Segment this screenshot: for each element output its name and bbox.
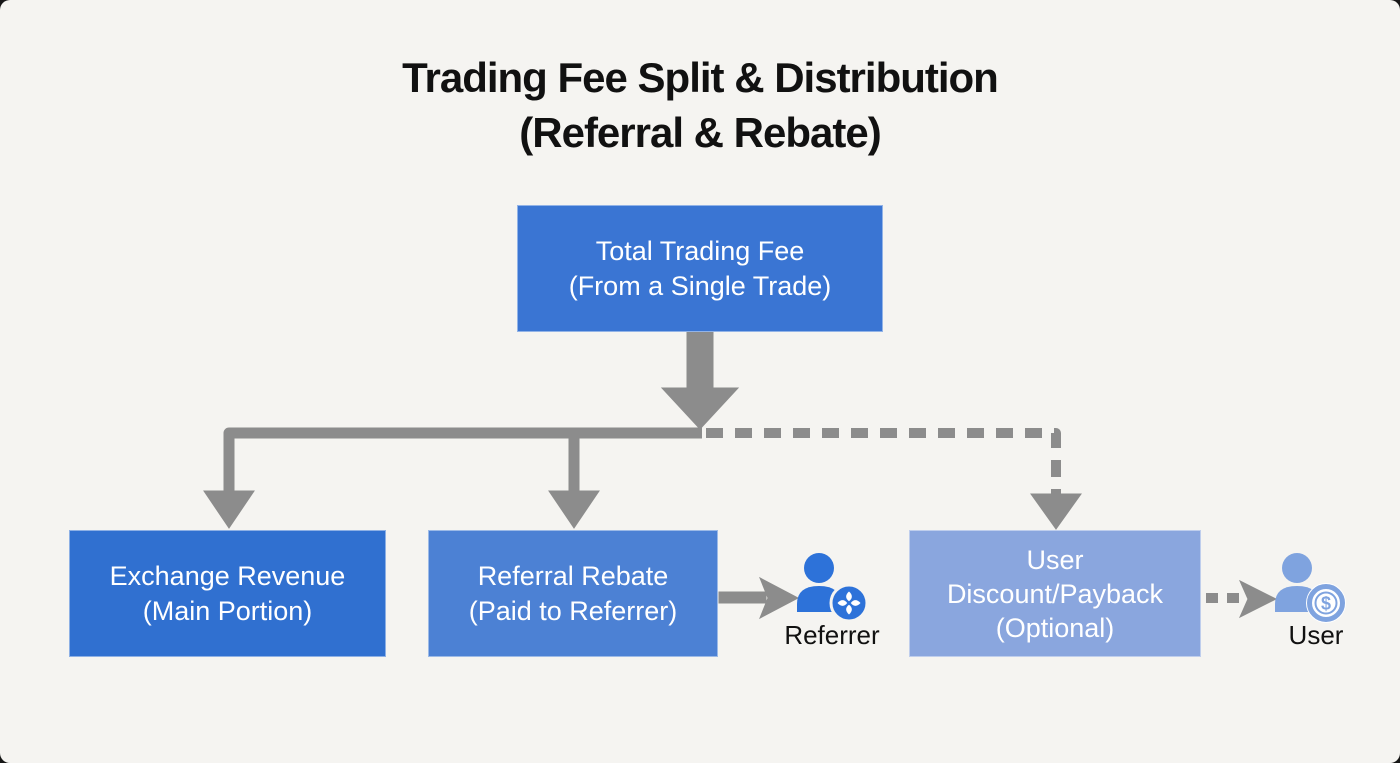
referrer-label: Referrer [784, 620, 880, 650]
node-total-line1: Total Trading Fee [595, 235, 805, 266]
person-dollar-coin-icon: $ [1275, 553, 1346, 623]
node-user-line3: (Optional) [995, 612, 1115, 643]
node-user-line1: User [1026, 544, 1084, 575]
node-rebate-line2: (Paid to Referrer) [468, 595, 678, 626]
arrow-split-to-rebate [548, 433, 600, 529]
arrow-rebate-to-referrer [718, 576, 800, 620]
node-rebate-line1: Referral Rebate [477, 560, 669, 591]
node-user-discount: User Discount/Payback (Optional) [909, 530, 1201, 657]
node-exchange-line2: (Main Portion) [142, 595, 313, 626]
node-total-line2: (From a Single Trade) [568, 270, 832, 301]
arrow-split-to-exchange [203, 427, 702, 529]
arrow-total-to-split [660, 330, 740, 430]
page-title: Trading Fee Split & Distribution (Referr… [0, 50, 1400, 160]
node-exchange-line1: Exchange Revenue [109, 560, 346, 591]
person-plus-badge-icon [797, 553, 869, 623]
node-total-trading-fee: Total Trading Fee (From a Single Trade) [517, 205, 883, 332]
dollar-coin-icon: $ [1306, 583, 1346, 623]
node-user-line2: Discount/Payback [946, 578, 1164, 609]
page-title-line1: Trading Fee Split & Distribution [402, 54, 999, 101]
plus-badge-icon [829, 583, 869, 623]
arrow-split-to-user-discount-dashed [706, 428, 1082, 530]
node-exchange-revenue: Exchange Revenue (Main Portion) [69, 530, 386, 657]
dollar-symbol: $ [1321, 594, 1331, 614]
user-label: User [1288, 620, 1344, 650]
node-referral-rebate: Referral Rebate (Paid to Referrer) [428, 530, 718, 657]
page-title-line2: (Referral & Rebate) [519, 109, 881, 156]
